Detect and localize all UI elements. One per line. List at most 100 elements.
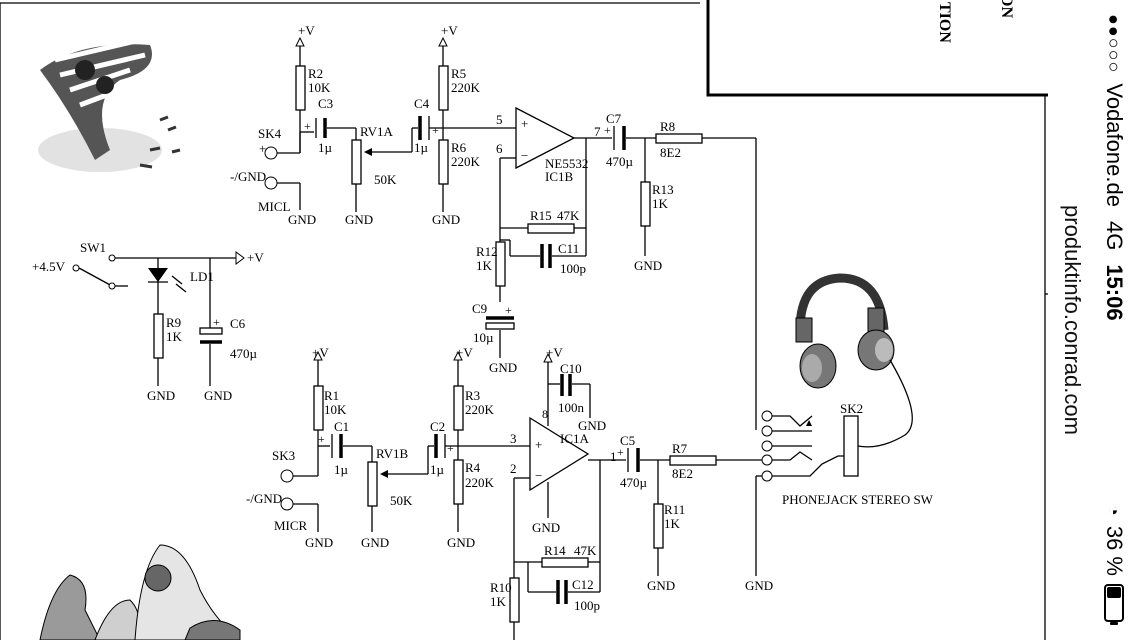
gnd-label: GND: [305, 535, 333, 550]
status-bar: ●●○○○ Vodafone.de 4G 15:06 ◔ 36 % produk…: [1048, 0, 1136, 640]
r12-label: R12: [476, 244, 498, 259]
svg-text:+: +: [259, 141, 266, 156]
c10-label: C10: [560, 361, 582, 376]
r9-value: 1K: [166, 329, 183, 344]
svg-text:+: +: [318, 432, 325, 446]
sk2-label: SK2: [840, 401, 863, 416]
r4-value: 220K: [465, 475, 495, 490]
c3-label: C3: [318, 96, 333, 111]
gnd-label: GND: [432, 212, 460, 227]
r11-value: 1K: [664, 516, 681, 531]
r5-label: R5: [451, 66, 466, 81]
carrier-name: Vodafone.de: [1102, 83, 1127, 207]
c3-value: 1µ: [318, 140, 333, 155]
power-section: +4.5V SW1 +V LD1 R9 1K GND + C6 470µ GND: [32, 240, 264, 403]
svg-text:+: +: [604, 123, 611, 137]
svg-text:−: −: [521, 148, 528, 163]
svg-text:+: +: [432, 123, 439, 137]
vin-label: +4.5V: [32, 259, 66, 274]
sk3-label: SK3: [272, 448, 295, 463]
ic1b-type: NE5532: [545, 156, 588, 171]
r3-supply-label: +V: [456, 345, 473, 360]
url-bar[interactable]: produktinfo.conrad.com: [1060, 205, 1085, 435]
c4-value: 1µ: [414, 140, 429, 155]
gnd-label: GND: [345, 212, 373, 227]
battery-icon: [1104, 584, 1124, 622]
c5-label: C5: [620, 433, 635, 448]
phonejack-label: PHONEJACK STEREO SW: [782, 492, 934, 507]
gnd-label: GND: [447, 535, 475, 550]
c2-value: 1µ: [430, 462, 445, 477]
micr-label: MICR: [274, 518, 308, 533]
ic1b-label: IC1B: [545, 169, 574, 184]
ic1a-pin8: 8: [542, 407, 548, 421]
title-box-text-1: TION: [936, 2, 953, 43]
c10-value: 100n: [558, 400, 585, 415]
title-box: [706, 0, 1048, 97]
r4-label: R4: [465, 460, 481, 475]
c9-label: C9: [472, 301, 487, 316]
r10-value: 1K: [490, 594, 507, 609]
ic1b-pin7: 7: [594, 124, 601, 139]
gnd-label: GND: [489, 360, 517, 375]
gnd-label: GND: [647, 578, 675, 593]
c6-value: 470µ: [230, 346, 258, 361]
gnd-label: GND: [361, 535, 389, 550]
c7-value: 470µ: [606, 154, 634, 169]
network-type: 4G: [1102, 220, 1127, 251]
ic-supply-label: +V: [546, 345, 563, 360]
ic1a-pin3: 3: [510, 431, 517, 446]
r15-value: 47K: [557, 208, 580, 223]
signal-strength-icon: ●●○○○: [1104, 14, 1125, 74]
output-jack: GND SK2 PHONEJACK STEREO SW: [745, 401, 934, 593]
gnd-label: GND: [634, 258, 662, 273]
battery-percent: 36 %: [1102, 525, 1127, 576]
c11-label: C11: [558, 241, 579, 256]
r2-supply-label: +V: [298, 23, 315, 38]
music-notes-illustration: [38, 37, 181, 172]
circuit-schematic: TION ON +V R2 10K SK4 + +: [0, 0, 1048, 640]
gnd-label: GND: [745, 578, 773, 593]
r6-value: 220K: [451, 154, 481, 169]
gnd-label: GND: [578, 418, 606, 433]
gnd-label: GND: [532, 520, 560, 535]
r5-value: 220K: [451, 80, 481, 95]
c5-value: 470µ: [620, 475, 648, 490]
svg-text:+: +: [213, 315, 220, 329]
bottom-channel: +V R1 10K SK3 + C1 1µ -/GND MICR GND RV1…: [246, 345, 762, 640]
sk3-gnd-label: -/GND: [246, 491, 282, 506]
r8-value: 8E2: [660, 145, 681, 160]
svg-text:+: +: [304, 119, 311, 133]
rv1a-label: RV1A: [360, 124, 394, 139]
ic1a-label: IC1A: [560, 431, 590, 446]
r15-label: R15: [530, 208, 552, 223]
gnd-label: GND: [204, 388, 232, 403]
r7-label: R7: [672, 441, 688, 456]
c4-label: C4: [414, 96, 430, 111]
r1-value: 10K: [324, 402, 347, 417]
c9-value: 10µ: [473, 330, 494, 345]
rotation-lock-icon: ◔: [1104, 504, 1125, 516]
gnd-label: GND: [288, 212, 316, 227]
gnd-label: GND: [147, 388, 175, 403]
svg-text:+: +: [535, 437, 542, 452]
top-channel: +V R2 10K SK4 + + C3 1µ -/GND MICL GND R…: [230, 23, 757, 430]
c2-label: C2: [430, 419, 445, 434]
c12-label: C12: [572, 577, 594, 592]
ld1-label: LD1: [190, 269, 214, 284]
svg-text:+: +: [447, 441, 454, 455]
r6-label: R6: [451, 140, 467, 155]
c1-label: C1: [334, 419, 349, 434]
r1-label: R1: [324, 388, 339, 403]
r8-label: R8: [660, 119, 675, 134]
sw1-label: SW1: [80, 240, 106, 255]
r2-value: 10K: [308, 80, 331, 95]
title-box-text-2: ON: [998, 0, 1015, 18]
r14-label: R14: [544, 543, 566, 558]
battery-group: ◔ 36 %: [1101, 505, 1127, 622]
c11-value: 100p: [560, 261, 586, 276]
r5-supply-label: +V: [441, 23, 458, 38]
r1-supply-label: +V: [312, 345, 329, 360]
rv1b-value: 50K: [390, 493, 413, 508]
r14-value: 47K: [574, 543, 597, 558]
